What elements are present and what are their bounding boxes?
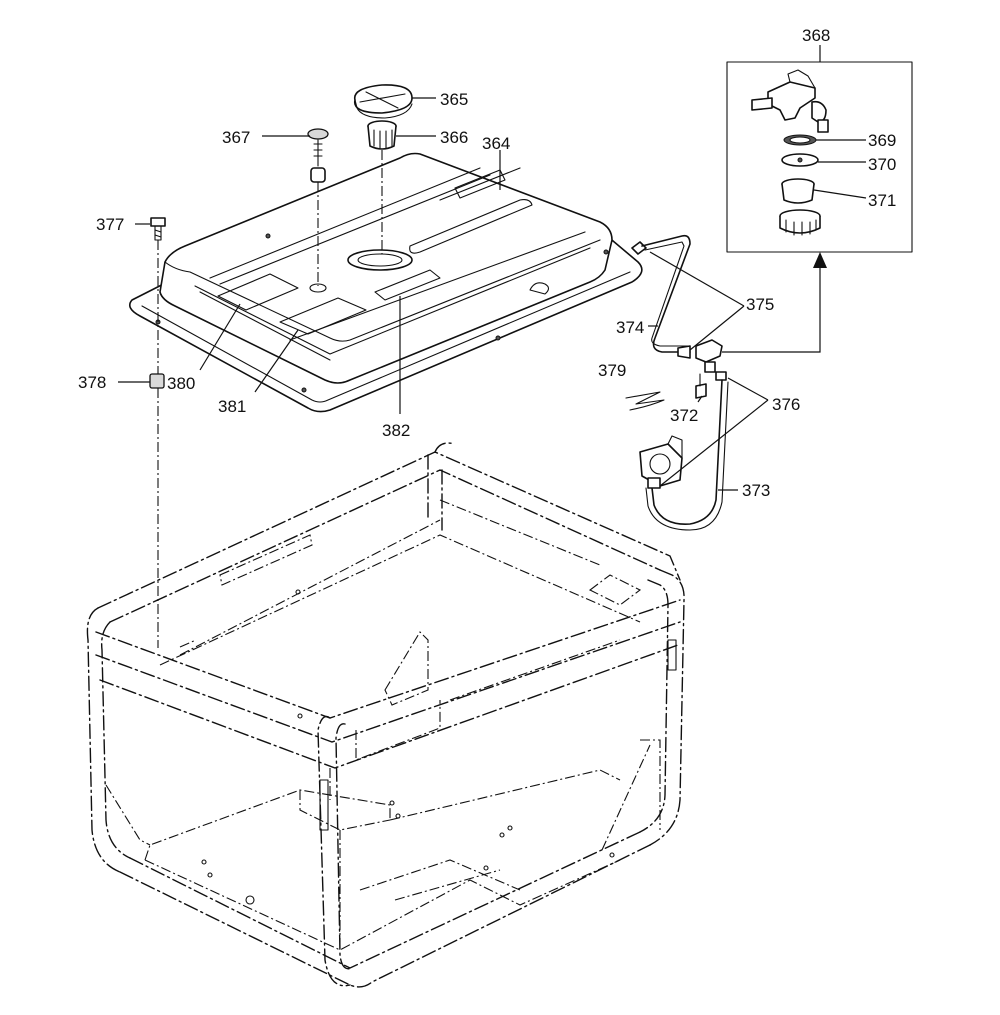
fuel-cap (353, 84, 413, 119)
label-366: 366 (440, 128, 468, 147)
label-380: 380 (167, 374, 195, 393)
label-364: 364 (482, 134, 510, 153)
label-379: 379 (598, 361, 626, 380)
fuel-hose-373 (645, 379, 729, 531)
bolt-372 (695, 373, 707, 399)
leader-lines (118, 45, 867, 491)
alignment-lines (157, 150, 383, 648)
clip-379 (625, 391, 665, 411)
label-367: 367 (222, 128, 250, 147)
fuel-hose-374 (631, 234, 691, 353)
label-368: 368 (802, 26, 830, 45)
carburetor (639, 435, 683, 489)
label-381: 381 (218, 397, 246, 416)
label-372: 372 (670, 406, 698, 425)
label-378: 378 (78, 373, 106, 392)
label-382: 382 (382, 421, 410, 440)
label-376: 376 (772, 395, 800, 414)
label-373: 373 (742, 481, 770, 500)
generator-frame (86, 442, 685, 988)
part-labels: 364 365 366 367 368 369 370 371 372 373 … (78, 26, 896, 500)
label-369: 369 (868, 131, 896, 150)
label-375: 375 (746, 295, 774, 314)
label-377: 377 (96, 215, 124, 234)
label-365: 365 (440, 90, 468, 109)
fuel-valve-assembly (677, 339, 727, 381)
mounting-bolt (150, 217, 166, 241)
label-370: 370 (868, 155, 896, 174)
rubber-spacer (149, 373, 165, 389)
label-371: 371 (868, 191, 896, 210)
fuel-tank (129, 152, 643, 413)
fuel-gauge (307, 128, 329, 183)
fuel-strainer (367, 120, 397, 150)
label-374: 374 (616, 318, 644, 337)
